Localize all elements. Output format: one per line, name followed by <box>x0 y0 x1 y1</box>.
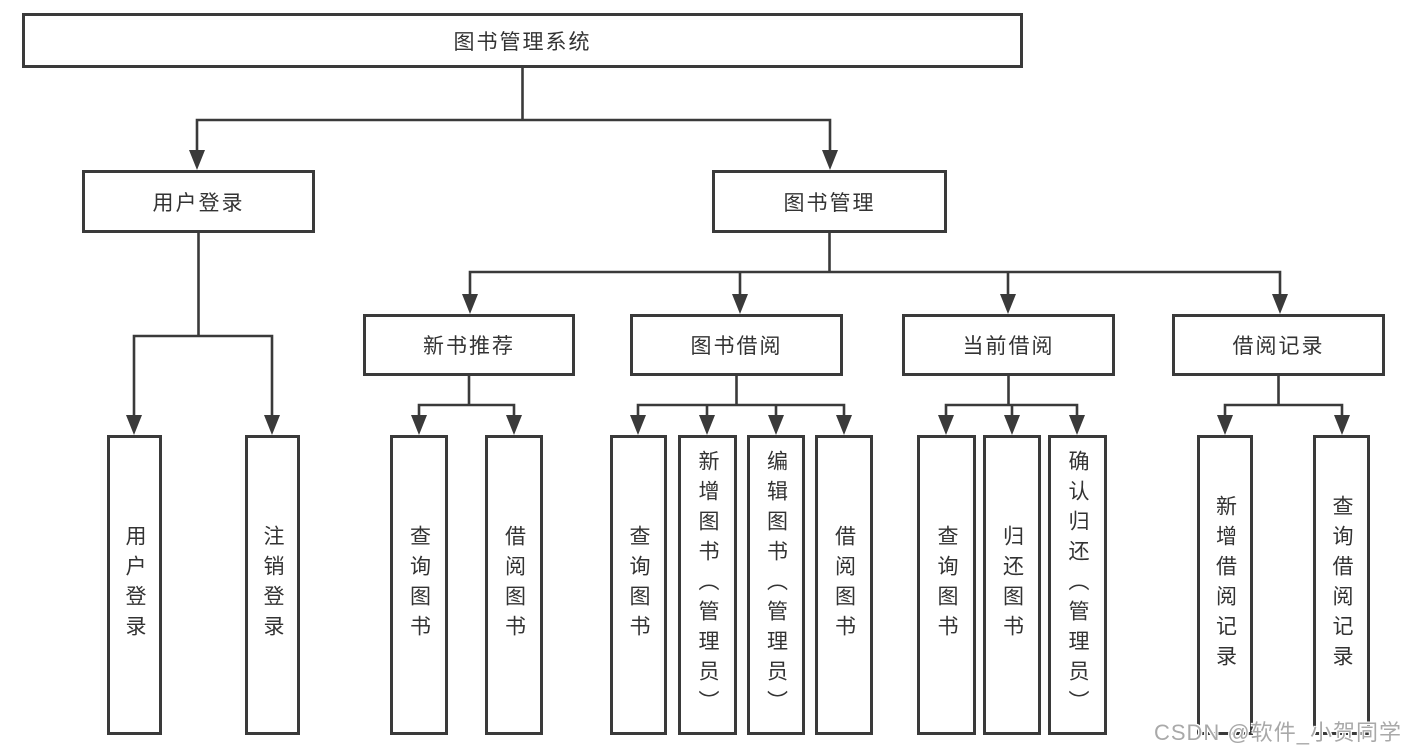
leaf-query-books-current: 查询图书 <box>917 435 976 735</box>
node-borrowing-records: 借阅记录 <box>1172 314 1385 376</box>
leaf-label: 借阅图书 <box>502 525 526 645</box>
leaf-add-borrow-record: 新增借阅记录 <box>1197 435 1253 735</box>
leaf-return-books: 归还图书 <box>983 435 1041 735</box>
leaf-label: 确认归还（管理员） <box>1066 450 1089 720</box>
node-library-management-system: 图书管理系统 <box>22 13 1023 68</box>
leaf-query-borrow-records: 查询借阅记录 <box>1313 435 1370 735</box>
leaf-label: 编辑图书（管理员） <box>764 450 788 720</box>
leaf-logout: 注销登录 <box>245 435 300 735</box>
leaf-label: 查询图书 <box>627 525 650 645</box>
leaf-label: 新增借阅记录 <box>1213 495 1237 675</box>
node-new-book-recommendation: 新书推荐 <box>363 314 575 376</box>
watermark: CSDN @软件_小贺同学 <box>1153 720 1402 745</box>
leaf-label: 用户登录 <box>123 525 146 645</box>
leaf-confirm-return-admin: 确认归还（管理员） <box>1048 435 1107 735</box>
leaf-borrow-books-recommend: 借阅图书 <box>485 435 543 735</box>
leaf-label: 查询图书 <box>407 525 431 645</box>
node-user-login: 用户登录 <box>82 170 315 233</box>
node-book-management: 图书管理 <box>712 170 947 233</box>
node-current-borrowing: 当前借阅 <box>902 314 1115 376</box>
leaf-label: 注销登录 <box>261 525 284 645</box>
leaf-borrow-books: 借阅图书 <box>815 435 873 735</box>
node-book-borrowing: 图书借阅 <box>630 314 843 376</box>
leaf-query-books-borrow: 查询图书 <box>610 435 667 735</box>
leaf-edit-books-admin: 编辑图书（管理员） <box>747 435 805 735</box>
leaf-label: 借阅图书 <box>832 525 856 645</box>
leaf-query-books-recommend: 查询图书 <box>390 435 448 735</box>
leaf-add-books-admin: 新增图书（管理员） <box>678 435 737 735</box>
leaf-label: 查询图书 <box>935 525 958 645</box>
leaf-label: 查询借阅记录 <box>1330 495 1353 675</box>
leaf-user-login: 用户登录 <box>107 435 162 735</box>
arrowhead-icons <box>126 150 1350 435</box>
leaf-label: 新增图书（管理员） <box>696 450 719 720</box>
leaf-label: 归还图书 <box>1000 525 1024 645</box>
